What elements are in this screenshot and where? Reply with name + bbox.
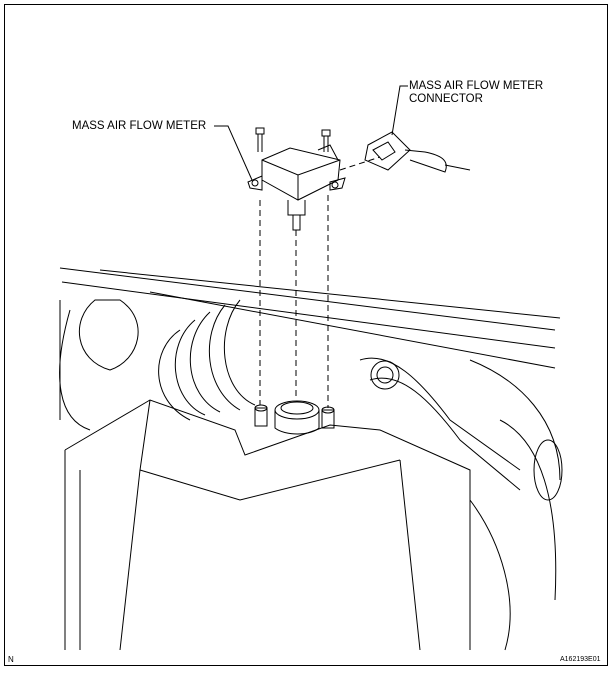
figure-code: A162193E01: [560, 656, 601, 663]
meter-mount: [254, 400, 335, 435]
bolt-icons: [255, 127, 331, 152]
mass-air-flow-meter-connector: [364, 131, 471, 173]
hoses: [359, 357, 563, 651]
leader-lines: [214, 85, 408, 181]
mass-air-flow-meter-label: MASS AIR FLOW METER: [72, 120, 207, 132]
connector-label-line2: CONNECTOR: [409, 93, 483, 105]
corner-mark: N: [8, 655, 14, 664]
alignment-lines: [259, 156, 381, 408]
connector-label-line1: MASS AIR FLOW METER: [409, 80, 544, 92]
diagram-frame: [4, 4, 608, 666]
mass-air-flow-meter: [247, 144, 346, 231]
cowl-lines: [59, 267, 561, 369]
air-intake-duct: [59, 299, 256, 431]
air-cleaner-case: [64, 399, 471, 651]
